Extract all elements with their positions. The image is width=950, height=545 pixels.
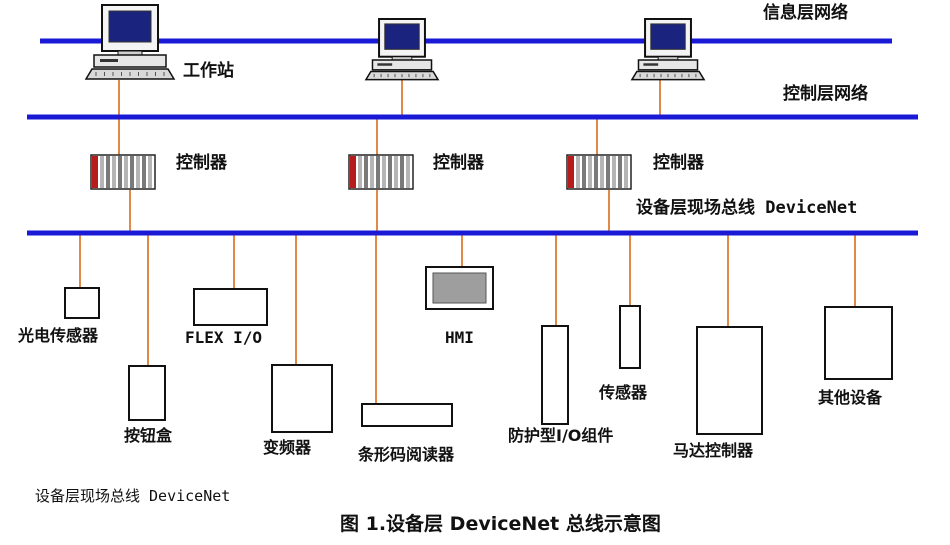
- hmi-device: [425, 266, 494, 310]
- vfd-label: 变频器: [263, 438, 312, 457]
- rugged-io-device: [541, 325, 569, 425]
- flex-io-label: FLEX I/O: [185, 328, 263, 347]
- controller-rack: [566, 154, 632, 190]
- device-layer-label: 设备层现场总线 DeviceNet: [636, 198, 858, 218]
- controller-label: 控制器: [653, 153, 704, 173]
- button-box-label: 按钮盒: [124, 426, 173, 445]
- controller-label: 控制器: [176, 153, 227, 173]
- barcode-reader-label: 条形码阅读器: [358, 445, 455, 464]
- barcode-reader-device: [361, 403, 453, 427]
- motor-controller-label: 马达控制器: [673, 441, 754, 460]
- controller-rack: [348, 154, 414, 190]
- controller-rack: [90, 154, 156, 190]
- sensor-device: [619, 305, 641, 369]
- info-layer-label: 信息层网络: [763, 3, 848, 23]
- workstation-computer: [364, 18, 440, 81]
- rugged-io-label: 防护型I/O组件: [508, 426, 614, 445]
- bottom-caption: 设备层现场总线 DeviceNet: [35, 487, 231, 505]
- control-layer-label: 控制层网络: [783, 84, 868, 104]
- photo-sensor-label: 光电传感器: [18, 326, 99, 345]
- button-box-device: [128, 365, 166, 421]
- motor-controller-device: [696, 326, 763, 435]
- workstation-label: 工作站: [183, 61, 234, 81]
- flex-io-device: [193, 288, 268, 326]
- other-device: [824, 306, 893, 380]
- other-device-label: 其他设备: [818, 388, 883, 407]
- hmi-screen: [432, 272, 487, 304]
- figure-caption: 图 1.设备层 DeviceNet 总线示意图: [340, 513, 661, 535]
- workstation-computer: [630, 18, 706, 81]
- workstation-computer: [84, 4, 176, 80]
- vfd-device: [271, 364, 333, 433]
- hmi-label: HMI: [445, 328, 474, 347]
- sensor-label: 传感器: [599, 383, 648, 402]
- controller-label: 控制器: [433, 153, 484, 173]
- photo-sensor-device: [64, 287, 100, 319]
